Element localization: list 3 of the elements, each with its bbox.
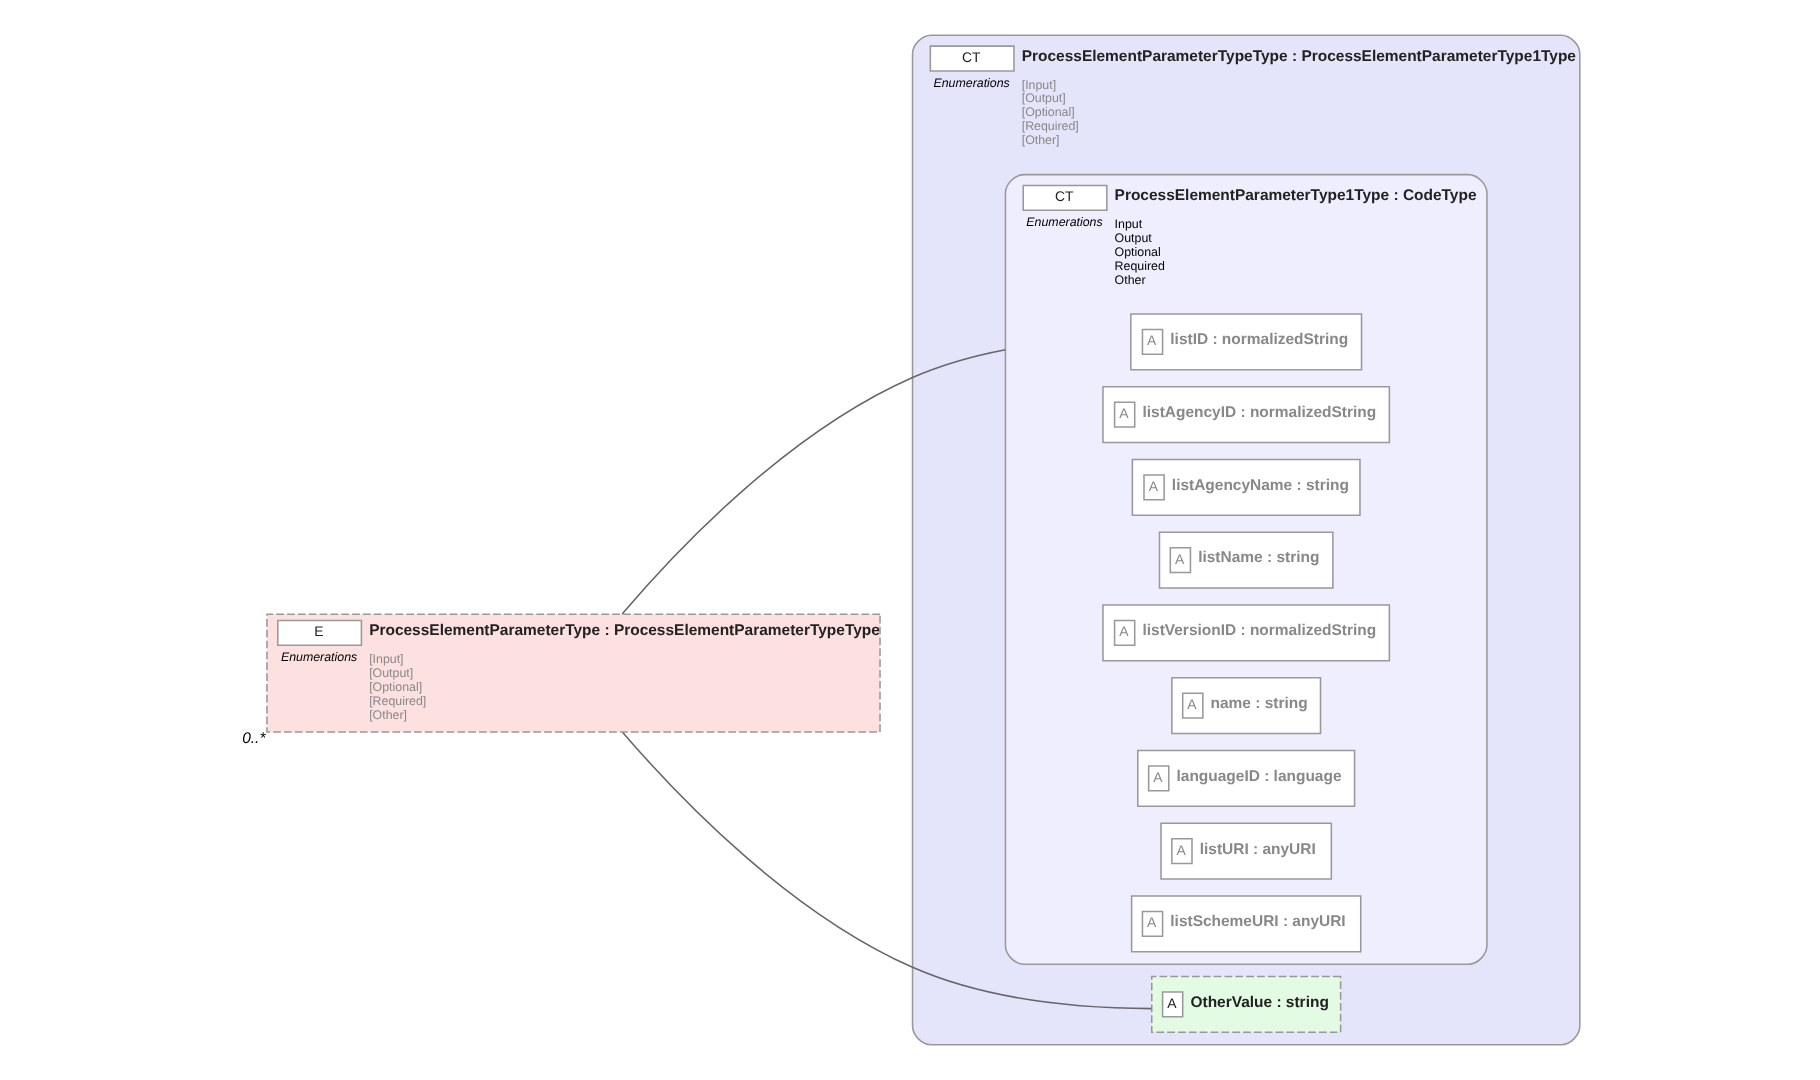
node-label: 0..* bbox=[241, 728, 265, 747]
connector bbox=[621, 731, 1152, 1010]
connector bbox=[620, 348, 1006, 615]
